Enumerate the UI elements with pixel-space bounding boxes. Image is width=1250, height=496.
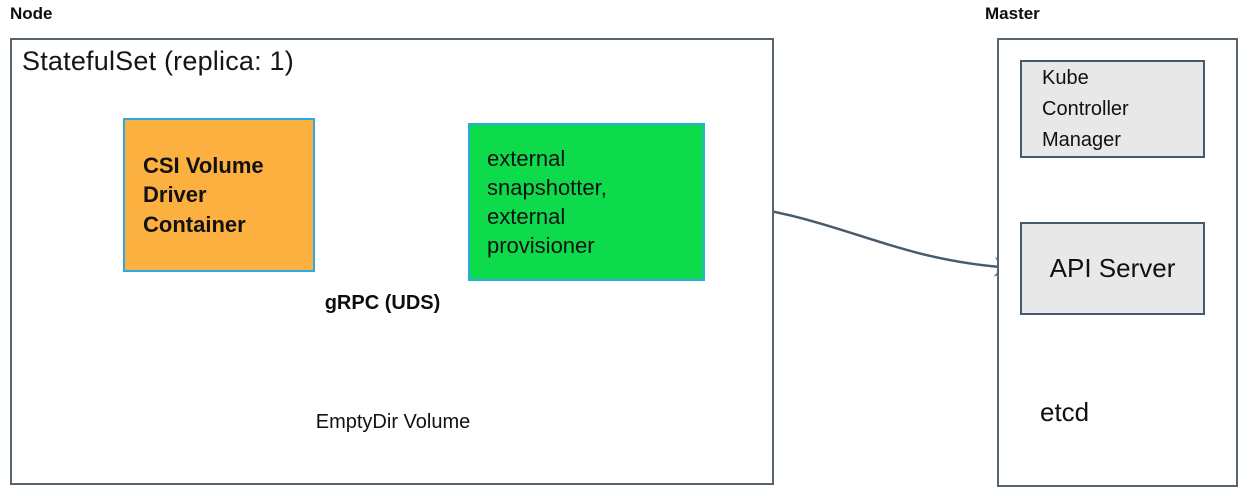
csi-driver-box-label: CSI Volume Driver Container	[143, 153, 264, 237]
statefulset-title: StatefulSet (replica: 1)	[22, 46, 294, 76]
master-group-label: Master	[985, 4, 1040, 23]
api-server-box: API Server	[1020, 222, 1205, 315]
csi-driver-box: CSI Volume Driver Container	[123, 118, 315, 272]
sidecar-box: external snapshotter, external provision…	[468, 123, 705, 281]
emptydir-volume-label: EmptyDir Volume	[315, 411, 471, 433]
kube-controller-manager-box: Kube Controller Manager	[1020, 60, 1205, 158]
kube-controller-manager-label: Kube Controller Manager	[1042, 66, 1129, 151]
node-group-label: Node	[10, 4, 53, 23]
etcd-label: etcd	[1040, 397, 1090, 427]
api-server-label: API Server	[1049, 253, 1176, 283]
sidecar-box-label: external snapshotter, external provision…	[487, 145, 607, 259]
grpc-uds-label: gRPC (UDS)	[324, 292, 441, 314]
